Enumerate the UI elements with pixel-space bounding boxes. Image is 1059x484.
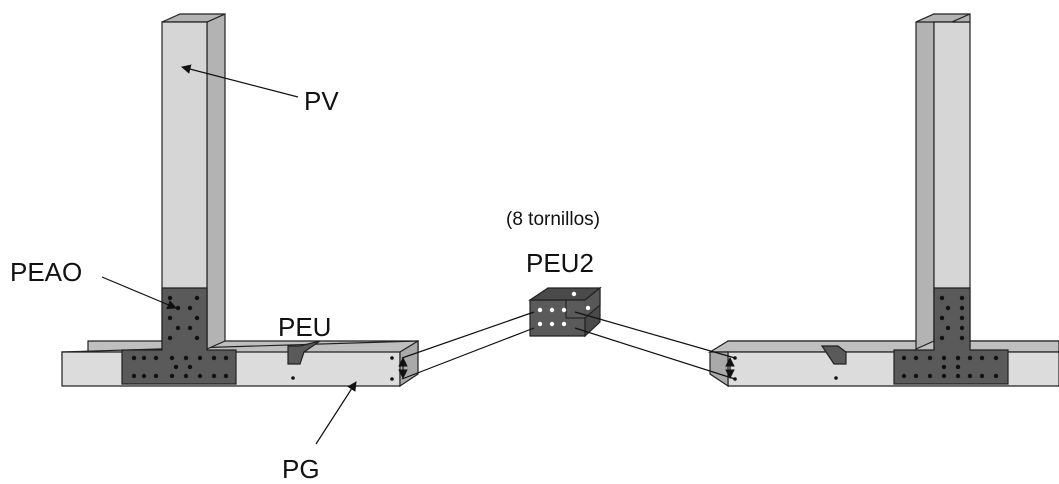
bolt — [153, 373, 159, 379]
label-peu2-note: (8 tornillos) — [506, 209, 600, 230]
label-peu2: PEU2 — [526, 248, 594, 278]
bolt — [131, 355, 137, 361]
bolt — [959, 325, 965, 331]
bolt — [537, 321, 543, 327]
bolt — [967, 355, 973, 361]
bolt — [169, 355, 175, 361]
bolt — [941, 355, 947, 361]
bolt — [169, 373, 175, 379]
bolt — [194, 295, 200, 301]
connection-lines — [398, 311, 736, 380]
bolt — [187, 364, 193, 370]
bolt — [194, 335, 200, 341]
bolt — [197, 355, 203, 361]
label-pv: PV — [304, 86, 339, 116]
bolt — [549, 307, 555, 313]
bolt — [979, 373, 985, 379]
bolt — [167, 295, 173, 301]
label-peao: PEAO — [10, 257, 82, 287]
bolt — [939, 315, 945, 321]
bolt — [167, 315, 173, 321]
bolt — [959, 335, 965, 341]
left-assembly — [61, 13, 419, 388]
bolt — [141, 373, 147, 379]
pv-leader — [181, 64, 299, 98]
bolt — [194, 315, 200, 321]
bolt — [955, 364, 961, 370]
bolt — [585, 305, 591, 311]
right-assembly — [707, 13, 1059, 388]
bolt — [955, 355, 961, 361]
bolt — [549, 321, 555, 327]
bolt — [561, 321, 567, 327]
bolt — [939, 335, 945, 341]
peu2-bolts — [537, 291, 591, 327]
bolt — [959, 295, 965, 301]
pg-leader — [315, 381, 357, 445]
left-peao-bolts — [131, 295, 229, 379]
right-peao-bolts — [901, 295, 999, 379]
label-pg: PG — [282, 454, 320, 484]
bolt — [390, 356, 394, 360]
left-post-side — [206, 13, 226, 350]
right-post-side-back — [951, 13, 971, 23]
bolt — [571, 291, 577, 297]
bolt — [927, 355, 933, 361]
bolt — [173, 364, 179, 370]
bolt — [153, 355, 159, 361]
bolt — [993, 355, 999, 361]
peao-leader — [101, 276, 177, 310]
bolt — [927, 373, 933, 379]
right-beam-end — [709, 351, 729, 388]
bolt — [993, 373, 999, 379]
bolt — [959, 305, 965, 311]
bolt — [913, 355, 919, 361]
bolt — [183, 373, 189, 379]
bolt — [561, 307, 567, 313]
right-peao-plate — [893, 287, 1009, 385]
right-post-side — [915, 13, 935, 350]
bolt — [211, 355, 217, 361]
peu2-bracket — [528, 286, 602, 338]
bolt — [175, 325, 181, 331]
bolt — [131, 373, 137, 379]
bolt — [941, 373, 947, 379]
bolt — [834, 376, 838, 380]
bolt — [183, 355, 189, 361]
left-peu-bracket — [287, 340, 321, 365]
bolt — [187, 305, 193, 311]
bolt — [390, 377, 394, 381]
bolt — [291, 376, 295, 380]
bolt — [979, 355, 985, 361]
bolt — [223, 355, 229, 361]
bolt — [959, 315, 965, 321]
bolt — [945, 305, 951, 311]
bolt — [175, 305, 181, 311]
bolt — [967, 373, 973, 379]
bolt — [901, 373, 907, 379]
left-peao-plate — [121, 287, 237, 385]
label-peu: PEU — [278, 312, 331, 342]
bolt — [223, 373, 229, 379]
right-peu-bracket — [820, 345, 847, 365]
bolt — [945, 325, 951, 331]
bolt — [939, 295, 945, 301]
bolt — [167, 335, 173, 341]
bolt — [211, 373, 217, 379]
bolt — [537, 307, 543, 313]
bolt — [197, 373, 203, 379]
bolt — [901, 355, 907, 361]
bolt — [187, 325, 193, 331]
bolt — [913, 373, 919, 379]
bolt — [141, 355, 147, 361]
bolt — [941, 364, 947, 370]
bolt — [955, 373, 961, 379]
